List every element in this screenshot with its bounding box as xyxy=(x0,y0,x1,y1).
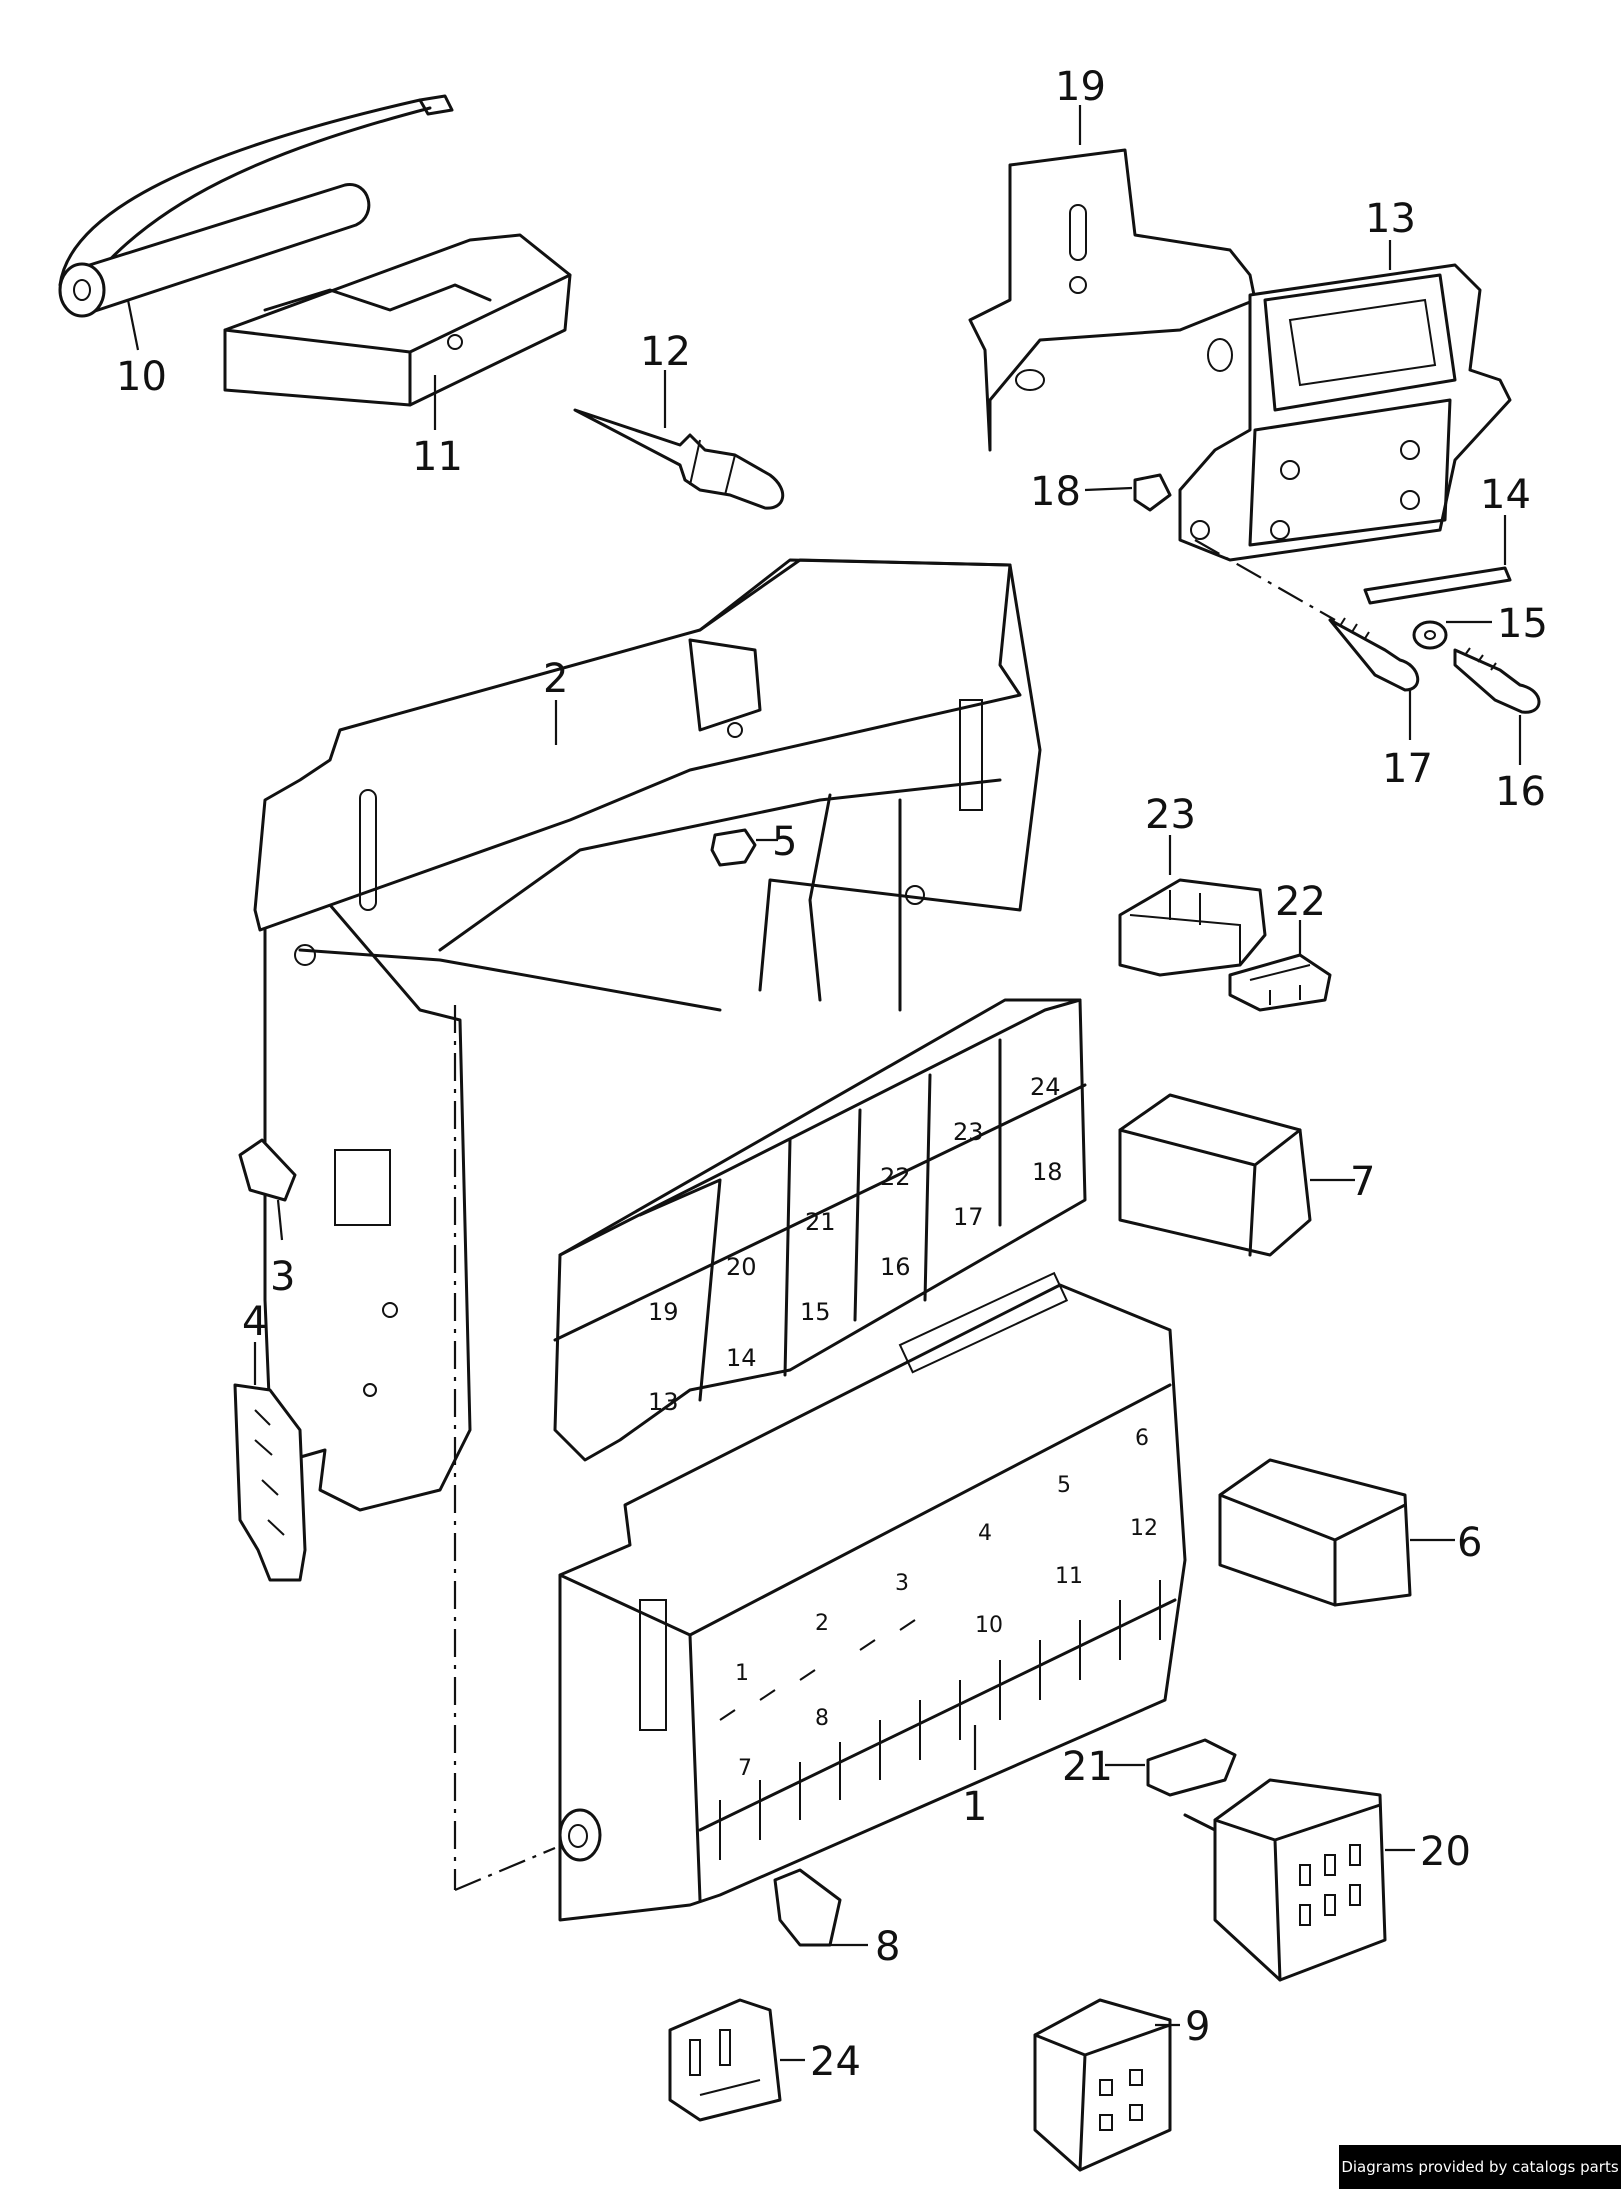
part-12-pin xyxy=(573,408,785,510)
callout-1: 1 xyxy=(962,1784,987,1830)
relay-board xyxy=(553,998,1087,1462)
relay-label-24: 24 xyxy=(1030,1073,1061,1101)
fuse-label-10: 10 xyxy=(975,1613,1003,1638)
callout-12: 12 xyxy=(640,329,691,375)
fuse-label-6: 6 xyxy=(1135,1426,1149,1451)
part-4-clip-strip xyxy=(233,1383,307,1582)
part-17-screw xyxy=(1328,617,1420,692)
part-10-cylinder-with-wire xyxy=(58,94,454,318)
callout-7: 7 xyxy=(1350,1159,1375,1205)
fuse-label-12: 12 xyxy=(1130,1516,1158,1541)
relay-label-18: 18 xyxy=(1032,1158,1063,1186)
relay-label-23: 23 xyxy=(953,1118,984,1146)
callout-6: 6 xyxy=(1457,1520,1482,1566)
part-14-strip xyxy=(1363,566,1512,605)
part-21-connector xyxy=(1146,1738,1237,1797)
callout-23: 23 xyxy=(1145,792,1196,838)
part-8-clip xyxy=(773,1868,842,1947)
part-3-clip xyxy=(238,1138,297,1202)
fuse-label-2: 2 xyxy=(815,1611,829,1636)
part-20-connector xyxy=(1183,1778,1387,1982)
part-19-bracket-plate xyxy=(968,148,1257,452)
fuse-label-3: 3 xyxy=(895,1571,909,1596)
relay-label-19: 19 xyxy=(648,1298,679,1326)
relay-label-17: 17 xyxy=(953,1203,984,1231)
relay-labels: 13 14 15 16 17 18 19 20 21 22 23 24 xyxy=(648,1073,1063,1416)
relay-label-15: 15 xyxy=(800,1298,831,1326)
part-15-washer xyxy=(1412,620,1448,650)
carrier-knob xyxy=(558,1808,602,1862)
part-5-nut xyxy=(710,828,757,867)
callout-24: 24 xyxy=(810,2039,861,2085)
part-24-connector xyxy=(668,1998,782,2122)
fuse-label-1: 1 xyxy=(735,1661,749,1686)
callout-numbers: 10 11 12 19 13 18 14 15 17 16 2 5 23 22 … xyxy=(116,64,1548,2085)
callout-21: 21 xyxy=(1062,1744,1113,1790)
part-7-relay xyxy=(1118,1093,1312,1257)
callout-5: 5 xyxy=(772,819,797,865)
part-9-connector xyxy=(1033,1998,1172,2172)
callout-11: 11 xyxy=(412,434,463,480)
callout-2: 2 xyxy=(543,656,568,702)
relay-label-20: 20 xyxy=(726,1253,757,1281)
callout-10: 10 xyxy=(116,354,167,400)
relay-label-21: 21 xyxy=(805,1208,836,1236)
callout-15: 15 xyxy=(1497,601,1548,647)
callout-13: 13 xyxy=(1365,196,1416,242)
fuse-label-4: 4 xyxy=(978,1521,992,1546)
credit-banner: Diagrams provided by catalogs parts xyxy=(1339,2145,1621,2189)
callout-14: 14 xyxy=(1480,472,1531,518)
part-23-relay xyxy=(1118,878,1267,977)
callout-3: 3 xyxy=(270,1254,295,1300)
part-18-clip xyxy=(1133,473,1172,512)
callout-19: 19 xyxy=(1055,64,1106,110)
callout-4: 4 xyxy=(242,1299,267,1345)
part-16-screw xyxy=(1453,647,1541,714)
fuse-label-7: 7 xyxy=(738,1756,752,1781)
callout-9: 9 xyxy=(1185,2004,1210,2050)
fuse-label-5: 5 xyxy=(1057,1473,1071,1498)
fuse-label-8: 8 xyxy=(815,1706,829,1731)
part-2-mounting-frame xyxy=(253,558,1042,1512)
callout-16: 16 xyxy=(1495,769,1546,815)
callout-20: 20 xyxy=(1420,1829,1471,1875)
callout-18: 18 xyxy=(1030,469,1081,515)
part-22-connector xyxy=(1228,953,1332,1012)
fuse-label-11: 11 xyxy=(1055,1564,1083,1589)
part-11-holder xyxy=(223,233,572,407)
part-13-housing xyxy=(1178,263,1512,562)
part-6-relay xyxy=(1218,1458,1412,1607)
relay-label-14: 14 xyxy=(726,1344,757,1372)
fuse-labels: 1 2 3 4 5 6 7 8 10 11 12 xyxy=(735,1426,1158,1781)
callout-22: 22 xyxy=(1275,879,1326,925)
callout-17: 17 xyxy=(1382,746,1433,792)
relay-label-16: 16 xyxy=(880,1253,911,1281)
relay-label-22: 22 xyxy=(880,1163,911,1191)
callout-8: 8 xyxy=(875,1924,900,1970)
relay-label-13: 13 xyxy=(648,1388,679,1416)
part-1-fuse-relay-carrier xyxy=(558,1271,1187,1922)
